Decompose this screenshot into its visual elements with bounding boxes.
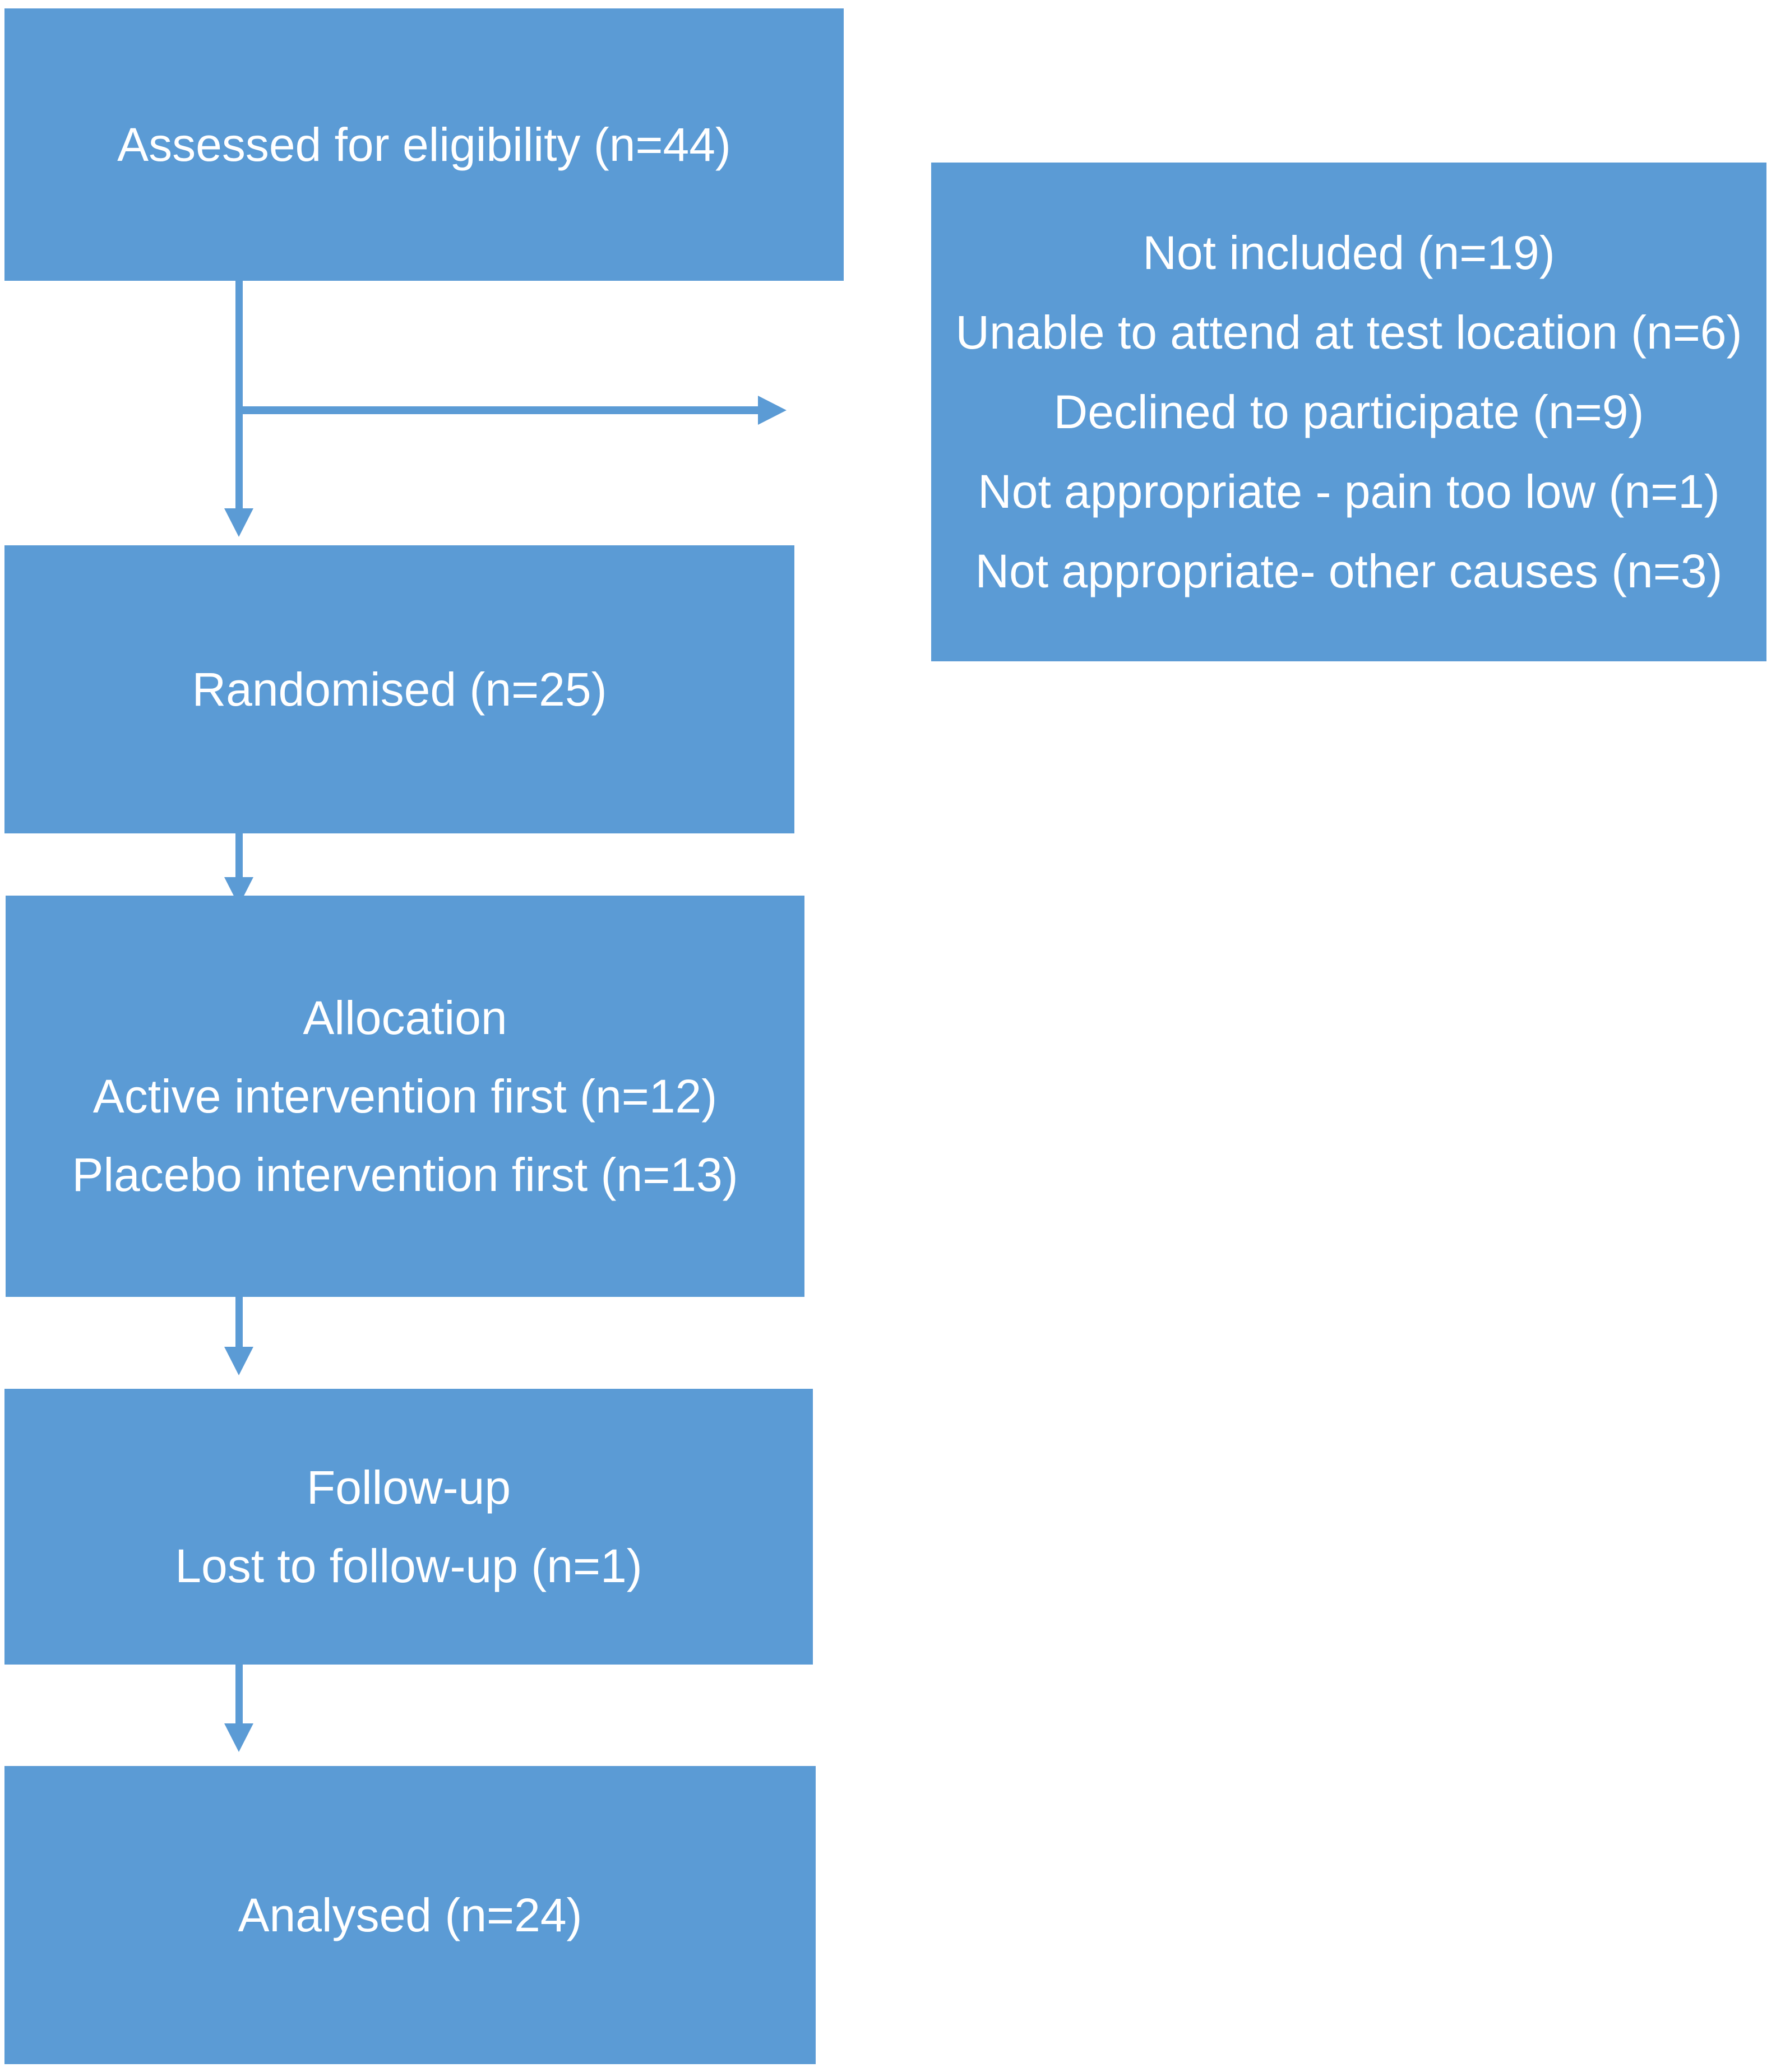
arrow-assessed-to-randomised — [224, 279, 253, 537]
arrow-followup-to-analysed — [224, 1663, 253, 1752]
assessed-label: Assessed for eligibility (n=44) — [117, 118, 731, 171]
allocation-title: Allocation — [303, 991, 507, 1044]
box-not-included: Not included (n=19) Unable to attend at … — [931, 163, 1766, 661]
not-included-reason-other-causes: Not appropriate- other causes (n=3) — [975, 545, 1723, 597]
followup-lost: Lost to follow-up (n=1) — [175, 1540, 642, 1592]
allocation-active-first: Active intervention first (n=12) — [92, 1070, 718, 1123]
box-randomised: Randomised (n=25) — [4, 545, 794, 833]
randomised-label: Randomised (n=25) — [192, 663, 607, 716]
box-analysed: Analysed (n=24) — [4, 1766, 816, 2064]
followup-title: Follow-up — [306, 1461, 511, 1514]
arrow-randomised-to-allocation — [224, 832, 253, 906]
not-included-reason-pain-too-low: Not appropriate - pain too low (n=1) — [978, 465, 1720, 518]
not-included-reason-declined: Declined to participate (n=9) — [1053, 386, 1644, 438]
analysed-label: Analysed (n=24) — [238, 1889, 582, 1941]
not-included-reason-unable-to-attend: Unable to attend at test location (n=6) — [955, 306, 1742, 359]
box-follow-up: Follow-up Lost to follow-up (n=1) — [4, 1389, 813, 1665]
not-included-title: Not included (n=19) — [1143, 226, 1555, 279]
arrow-allocation-to-followup — [224, 1295, 253, 1375]
arrow-assessed-to-not-included — [235, 396, 787, 425]
box-allocation: Allocation Active intervention first (n=… — [6, 896, 804, 1297]
allocation-placebo-first: Placebo intervention first (n=13) — [72, 1148, 738, 1201]
box-assessed-for-eligibility: Assessed for eligibility (n=44) — [4, 8, 844, 281]
